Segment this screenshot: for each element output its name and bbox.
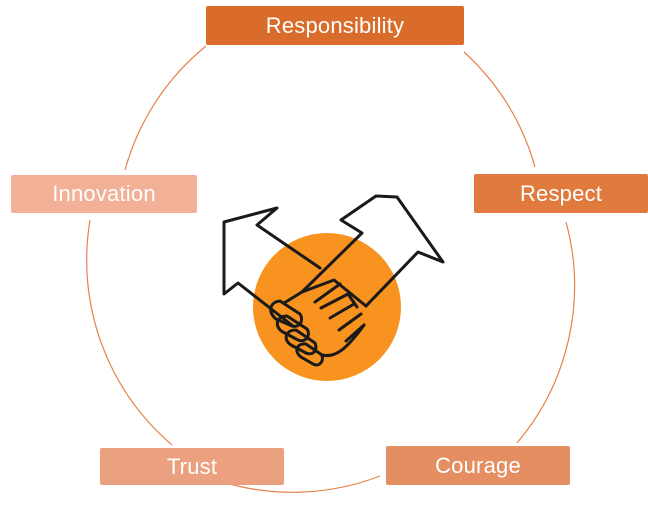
value-label-trust: Trust [166, 453, 218, 479]
handshake-with-arrows-icon [222, 194, 445, 367]
value-label-courage: Courage [435, 452, 521, 478]
value-box-innovation: Innovation [11, 175, 197, 213]
ring-segment [516, 221, 576, 444]
ring-segment [86, 219, 173, 446]
value-box-courage: Courage [386, 446, 570, 485]
value-box-responsibility: Responsibility [206, 6, 464, 45]
value-label-respect: Respect [519, 180, 603, 206]
value-box-respect: Respect [474, 174, 648, 213]
value-label-innovation: Innovation [52, 181, 156, 206]
ring-segment [463, 51, 536, 168]
value-label-responsibility: Responsibility [265, 12, 405, 38]
ring-segment [225, 475, 381, 493]
value-box-trust: Trust [100, 448, 284, 485]
center-circle [253, 233, 401, 381]
ring-segment [124, 45, 207, 171]
